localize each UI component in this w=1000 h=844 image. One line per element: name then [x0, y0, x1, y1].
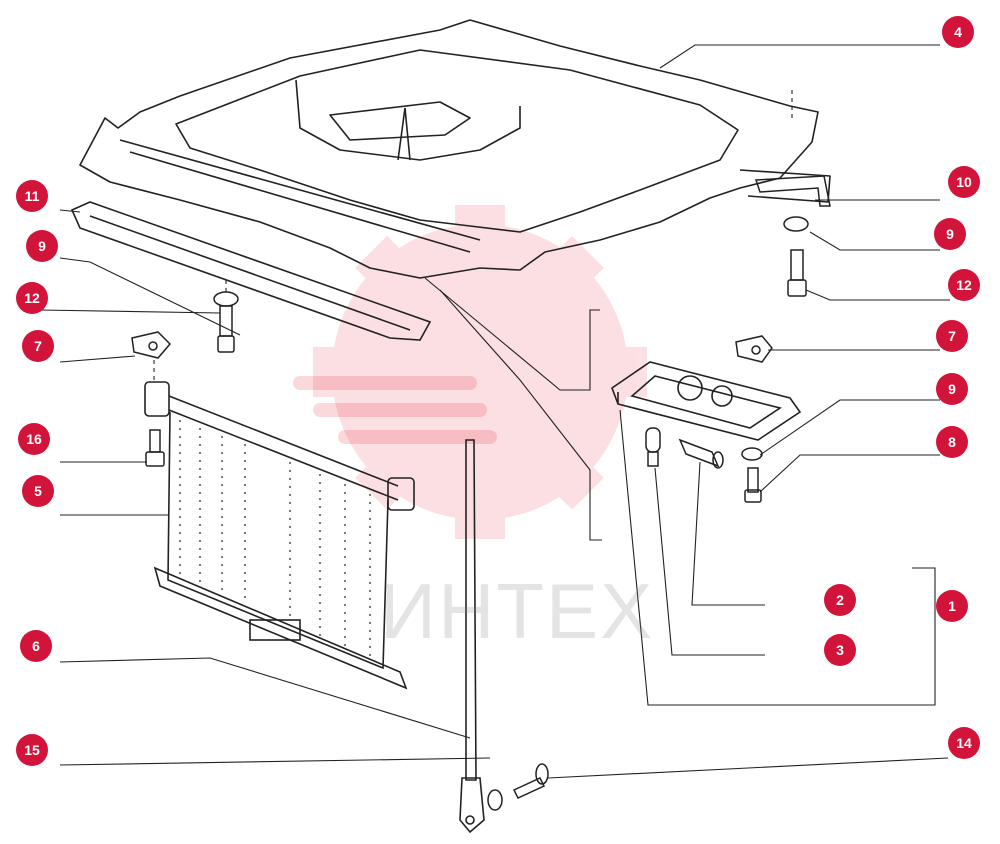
callout-part-10: 10 — [948, 166, 980, 198]
callout-part-15: 15 — [16, 734, 48, 766]
rod-part-6 — [459, 439, 485, 834]
interior-lamp-part-1 — [611, 361, 802, 441]
washer-right-part-9 — [741, 447, 763, 461]
clip-nut-left-part-7 — [131, 331, 172, 359]
callout-part-4: 4 — [942, 16, 974, 48]
screw-part-14 — [512, 763, 549, 799]
roof-panel-part-4 — [79, 19, 831, 279]
callout-part-9: 9 — [26, 230, 58, 262]
washer-top-right-part-9 — [783, 216, 809, 232]
bulb-part-3 — [645, 427, 661, 467]
callout-part-9: 9 — [934, 218, 966, 250]
washer-part-15 — [487, 789, 503, 811]
callout-part-7: 7 — [22, 330, 54, 362]
screw-part-16 — [145, 429, 165, 467]
callout-part-6: 6 — [20, 630, 52, 662]
screw-part-8 — [744, 467, 762, 503]
bolt-left-part-12 — [213, 291, 239, 353]
callout-part-8: 8 — [936, 426, 968, 458]
front-rail-part-11 — [70, 201, 432, 341]
bolt-right-part-12 — [787, 249, 807, 297]
callout-part-12: 12 — [948, 269, 980, 301]
callout-part-7: 7 — [936, 320, 968, 352]
gear-logo-icon — [313, 205, 647, 539]
callout-part-9: 9 — [936, 373, 968, 405]
callout-part-11: 11 — [16, 180, 48, 212]
leader-lines — [39, 44, 950, 779]
callout-part-14: 14 — [948, 727, 980, 759]
clip-nut-right-part-7 — [735, 335, 773, 363]
watermark-stripes — [293, 376, 497, 444]
net-blind-part-5 — [144, 381, 415, 690]
bulb-part-2 — [678, 438, 724, 469]
callout-part-2: 2 — [824, 584, 856, 616]
callout-part-16: 16 — [18, 423, 50, 455]
bracket-part-10 — [754, 175, 831, 207]
callout-part-3: 3 — [824, 634, 856, 666]
callout-part-5: 5 — [22, 475, 54, 507]
callout-part-1: 1 — [936, 590, 968, 622]
callout-part-12: 12 — [16, 282, 48, 314]
